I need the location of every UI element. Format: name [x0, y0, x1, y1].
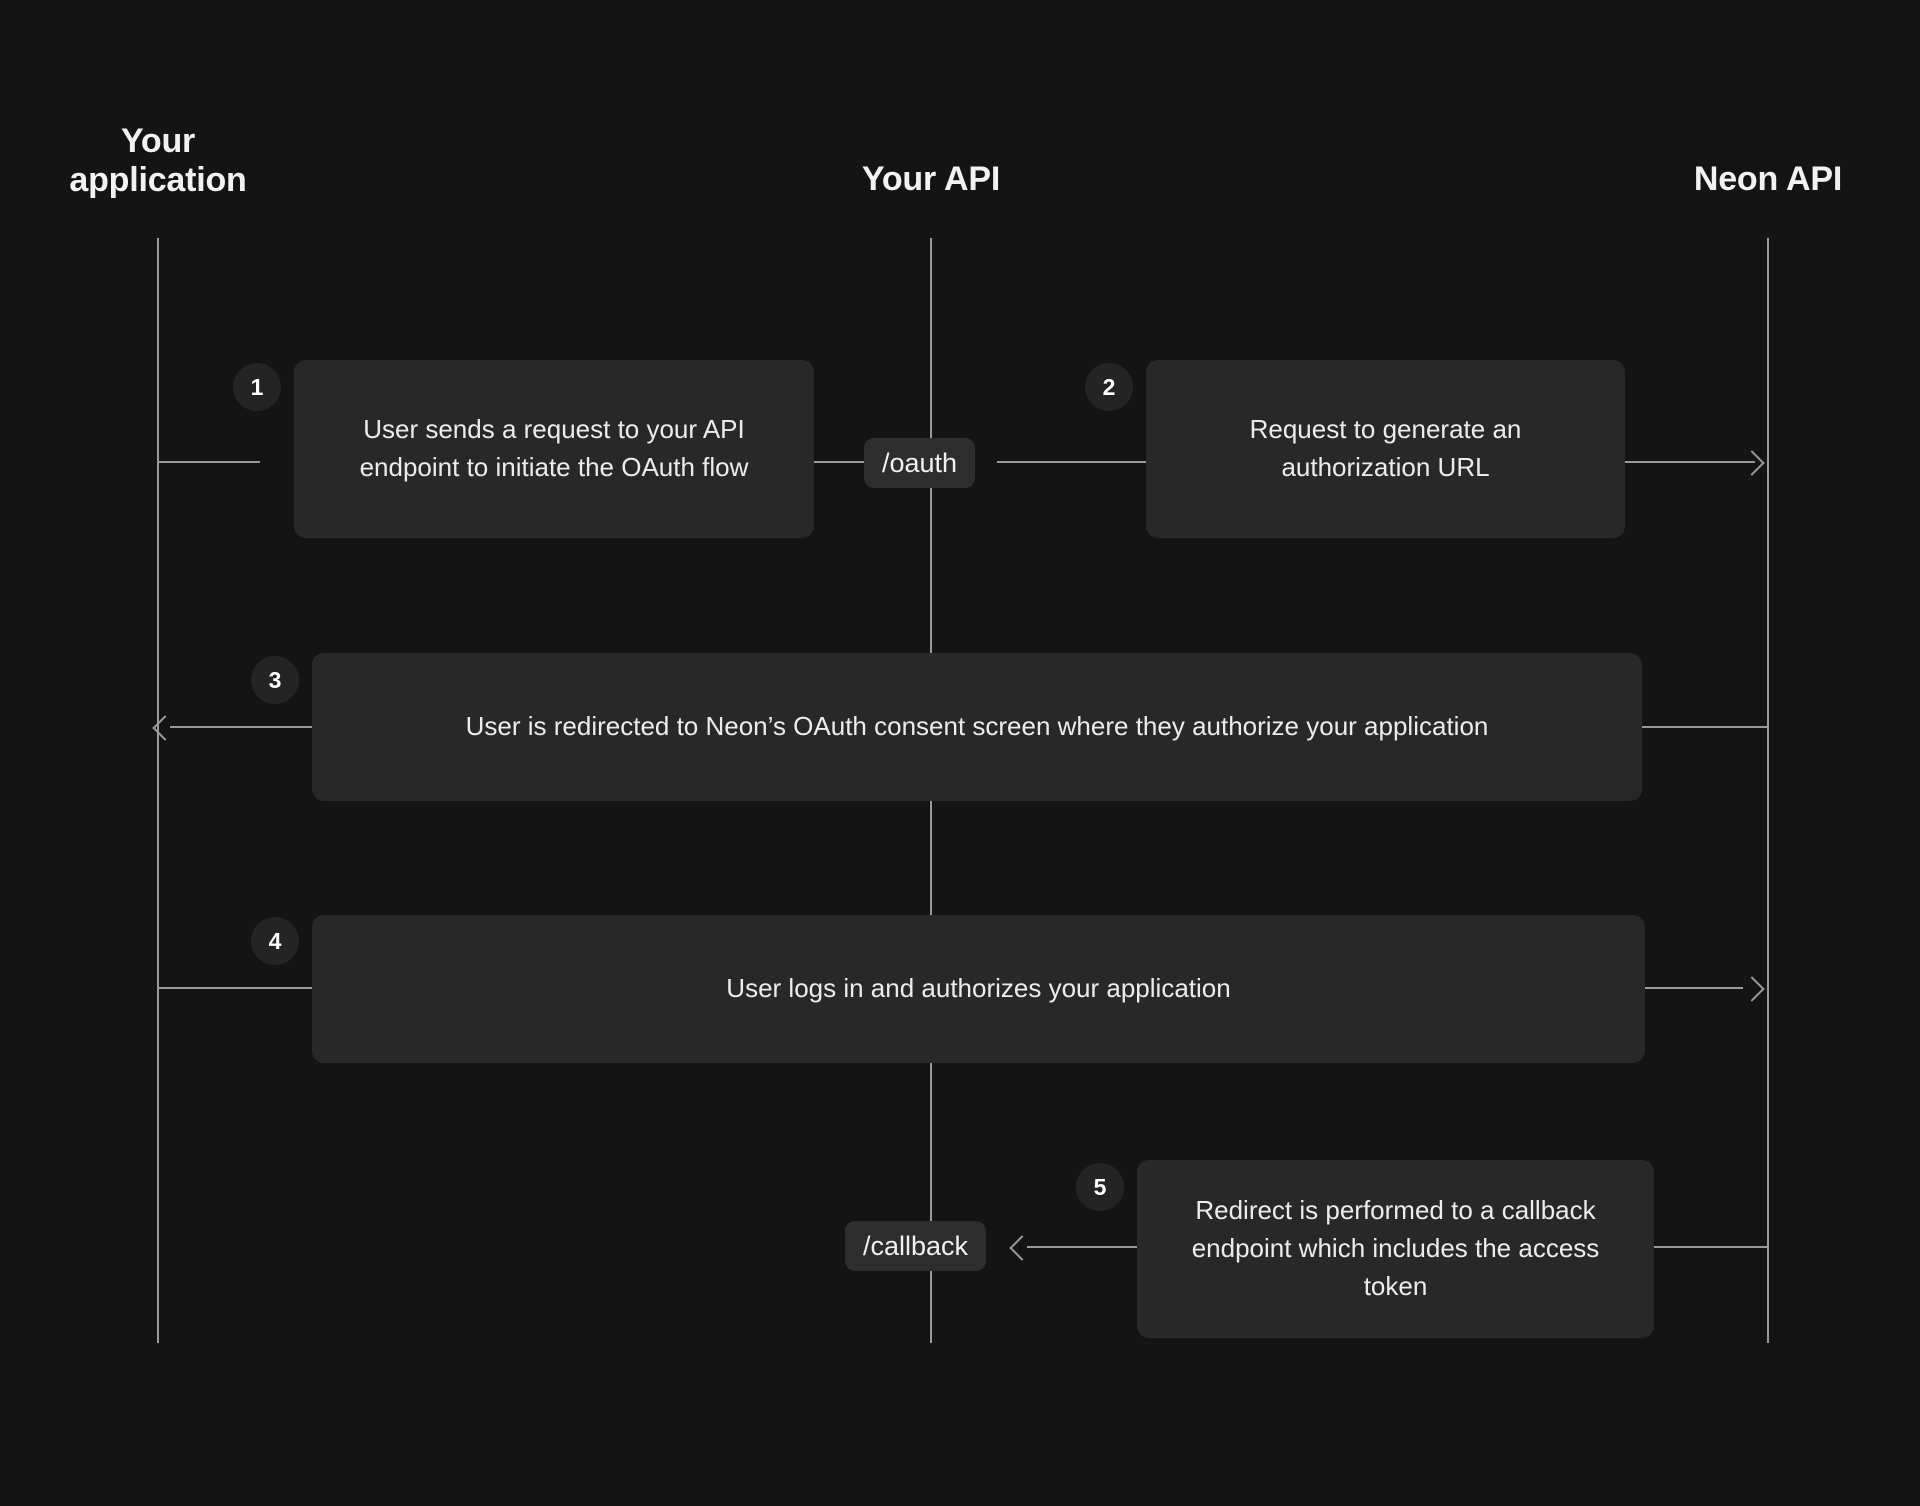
note-step-5-text: Redirect is performed to a callback endp…: [1191, 1195, 1600, 1301]
step-badge-1-label: 1: [250, 373, 264, 400]
step-badge-2-label: 2: [1102, 373, 1116, 400]
message-line-step-3-left: [170, 726, 312, 728]
message-line-step-1-left: [158, 461, 260, 463]
message-line-step-2-left: [997, 461, 1146, 463]
note-step-1: User sends a request to your API endpoin…: [294, 360, 814, 538]
participant-header-your-api: Your API: [861, 160, 1001, 198]
note-step-4-text: User logs in and authorizes your applica…: [726, 973, 1231, 1004]
step-badge-1: 1: [233, 363, 281, 411]
note-step-4: User logs in and authorizes your applica…: [312, 915, 1645, 1063]
note-step-1-text: User sends a request to your API endpoin…: [359, 414, 749, 482]
note-step-5: Redirect is performed to a callback endp…: [1137, 1160, 1654, 1338]
message-line-step-1-right: [813, 461, 869, 463]
step-badge-4: 4: [251, 917, 299, 965]
message-line-step-5-right: [1654, 1246, 1768, 1248]
arrow-head-step-2-icon: [1739, 450, 1765, 476]
note-step-3: User is redirected to Neon’s OAuth conse…: [312, 653, 1642, 801]
step-badge-3: 3: [251, 656, 299, 704]
step-badge-3-label: 3: [268, 666, 282, 693]
arrow-head-step-4-icon: [1739, 976, 1765, 1002]
lifeline-your-application: [157, 238, 159, 1343]
endpoint-pill-callback-label: /callback: [863, 1230, 969, 1261]
note-step-2: Request to generate an authorization URL: [1146, 360, 1625, 538]
step-badge-2: 2: [1085, 363, 1133, 411]
message-line-step-4-right: [1644, 987, 1743, 989]
step-badge-5-label: 5: [1093, 1173, 1107, 1200]
step-badge-4-label: 4: [268, 927, 282, 954]
arrow-head-step-5-icon: [1009, 1235, 1035, 1261]
message-line-step-3-right: [1641, 726, 1768, 728]
message-line-step-5-left: [1027, 1246, 1137, 1248]
note-step-3-text: User is redirected to Neon’s OAuth conse…: [465, 711, 1489, 742]
endpoint-pill-oauth-label: /oauth: [882, 447, 958, 478]
participant-header-neon-api: Neon API: [1693, 160, 1843, 198]
message-line-step-2-right: [1625, 461, 1755, 463]
endpoint-pill-callback[interactable]: /callback: [845, 1221, 987, 1271]
message-line-step-4-left: [158, 987, 312, 989]
note-step-2-text: Request to generate an authorization URL: [1249, 414, 1522, 482]
participant-header-your-application: Your application: [69, 122, 247, 200]
step-badge-5: 5: [1076, 1163, 1124, 1211]
lifeline-neon-api: [1767, 238, 1769, 1343]
endpoint-pill-oauth[interactable]: /oauth: [864, 438, 976, 488]
